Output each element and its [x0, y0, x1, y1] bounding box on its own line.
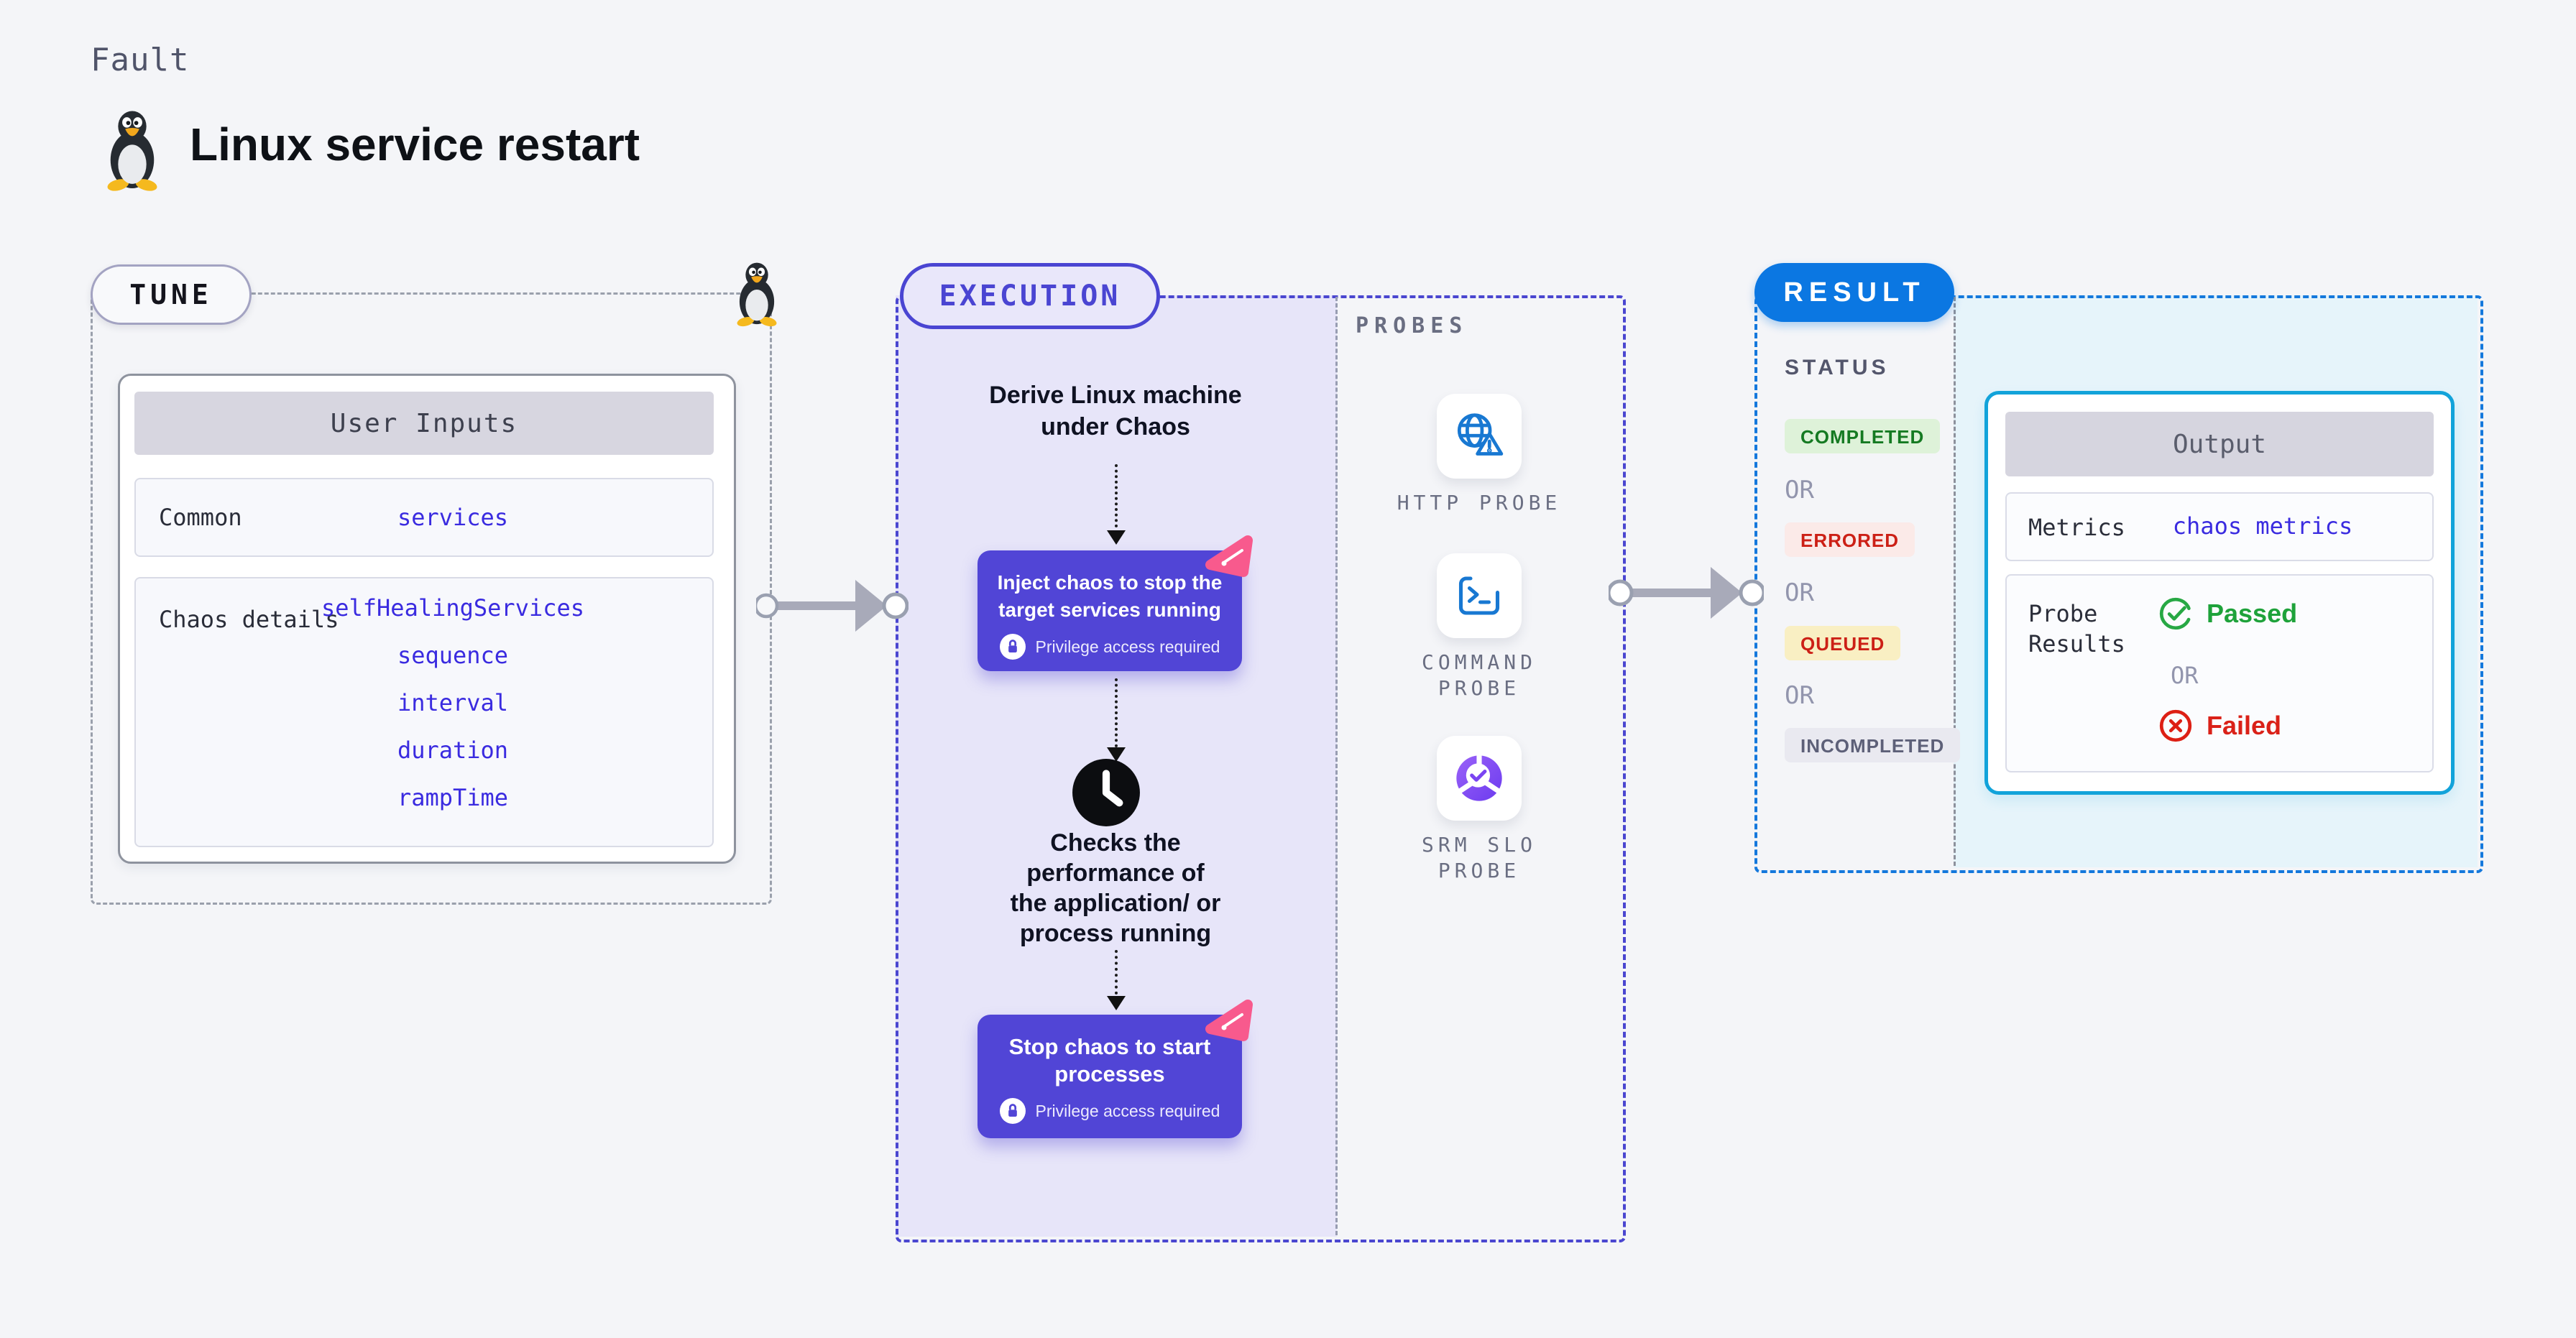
status-badge-completed: COMPLETED: [1785, 419, 1941, 453]
fault-eyebrow: Fault: [91, 42, 190, 78]
chaos-metrics-link[interactable]: chaos metrics: [2172, 512, 2353, 540]
result-label-pill: RESULT: [1754, 263, 1954, 322]
status-badge-incompleted: INCOMPLETED: [1785, 728, 1961, 762]
privilege-badge: Privilege access required: [1035, 1101, 1220, 1120]
connector-arrowhead-icon: [1107, 530, 1126, 545]
failed-label: Failed: [2207, 711, 2282, 740]
http-probe-label: HTTP PROBE: [1397, 491, 1562, 515]
lock-icon: [999, 634, 1026, 660]
failed-verdict: Failed: [2158, 708, 2281, 744]
probe-results-label: Probe Results: [2028, 600, 2125, 658]
status-badge-errored: ERRORED: [1785, 522, 1915, 557]
lock-icon: [999, 1098, 1026, 1124]
status-divider: [1954, 297, 1956, 866]
checks-step-text: Checks the performance of the applicatio…: [1010, 829, 1221, 947]
probe-results-row: Probe Results Passed OR Failed: [2005, 574, 2434, 772]
connector-line: [1115, 678, 1118, 747]
metrics-row: Metrics chaos metrics: [2005, 492, 2434, 561]
or-text: OR: [1785, 578, 1814, 607]
page-title: Linux service restart: [190, 119, 640, 170]
output-panel: Output Metrics chaos metrics Probe Resul…: [1984, 391, 2455, 795]
terminal-icon: [1458, 576, 1500, 615]
row-label: Chaos details: [159, 606, 339, 633]
execution-section: [896, 295, 1626, 1242]
probes-section-label: PROBES: [1356, 313, 1468, 338]
privilege-badge: Privilege access required: [1035, 637, 1220, 656]
check-circle-icon: [2159, 597, 2192, 630]
param-link-services[interactable]: services: [397, 504, 509, 531]
or-text: OR: [2171, 662, 2199, 689]
status-column-label: STATUS: [1785, 356, 1890, 379]
param-link-selfhealingservices[interactable]: selfHealingServices: [321, 594, 585, 622]
arrow-tune-to-execution-icon: [756, 580, 908, 632]
chaos-spark-icon: [1205, 1000, 1253, 1041]
command-probe-card: [1437, 553, 1522, 638]
user-inputs-header: User Inputs: [134, 392, 714, 455]
globe-alert-icon: [1457, 413, 1504, 456]
clock-icon: [1072, 759, 1140, 826]
x-circle-icon: [2159, 709, 2192, 742]
inject-chaos-step: Inject chaos to stop the target services…: [978, 535, 1253, 671]
passed-label: Passed: [2207, 599, 2298, 628]
srm-slo-probe-label: SRM SLO PROBE: [1421, 833, 1537, 882]
param-link-sequence[interactable]: sequence: [397, 642, 509, 669]
http-probe-card: [1437, 394, 1522, 479]
table-row-common: Common services: [134, 478, 714, 557]
param-link-ramptime[interactable]: rampTime: [397, 784, 509, 811]
tux-penguin-small-icon: [736, 262, 778, 328]
passed-verdict: Passed: [2158, 596, 2297, 632]
slo-donut-icon: [1456, 754, 1502, 801]
row-label: Common: [159, 504, 242, 531]
stop-chaos-title: Stop chaos to start processes: [1008, 1034, 1211, 1086]
inject-chaos-title: Inject chaos to stop the target services…: [997, 571, 1223, 621]
chaos-spark-icon: [1205, 535, 1253, 577]
connector-arrowhead-icon: [1107, 747, 1126, 762]
derive-step-text: Derive Linux machine under Chaos: [989, 382, 1242, 440]
command-probe-label: COMMAND PROBE: [1421, 650, 1537, 700]
srm-slo-probe-card: [1437, 736, 1522, 821]
probes-divider: [1335, 297, 1338, 1235]
status-badge-queued: QUEUED: [1785, 626, 1901, 660]
param-link-interval[interactable]: interval: [397, 689, 509, 716]
tux-penguin-icon: [106, 111, 159, 193]
connector-arrowhead-icon: [1107, 996, 1126, 1010]
arrow-execution-to-result-icon: [1609, 567, 1764, 619]
connector-line: [1115, 950, 1118, 995]
output-header: Output: [2005, 412, 2434, 476]
connector-line: [1115, 464, 1118, 527]
execution-label-pill: EXECUTION: [900, 263, 1160, 329]
or-text: OR: [1785, 681, 1814, 710]
table-row-chaos-details: Chaos details selfHealingServices sequen…: [134, 577, 714, 847]
metrics-label: Metrics: [2028, 514, 2125, 541]
tune-label-pill: TUNE: [91, 264, 252, 325]
stop-chaos-step: Stop chaos to start processes Privilege …: [978, 1000, 1253, 1138]
param-link-duration[interactable]: duration: [397, 737, 509, 764]
user-inputs-card: User Inputs Common services Chaos detail…: [118, 374, 736, 864]
or-text: OR: [1785, 476, 1814, 504]
